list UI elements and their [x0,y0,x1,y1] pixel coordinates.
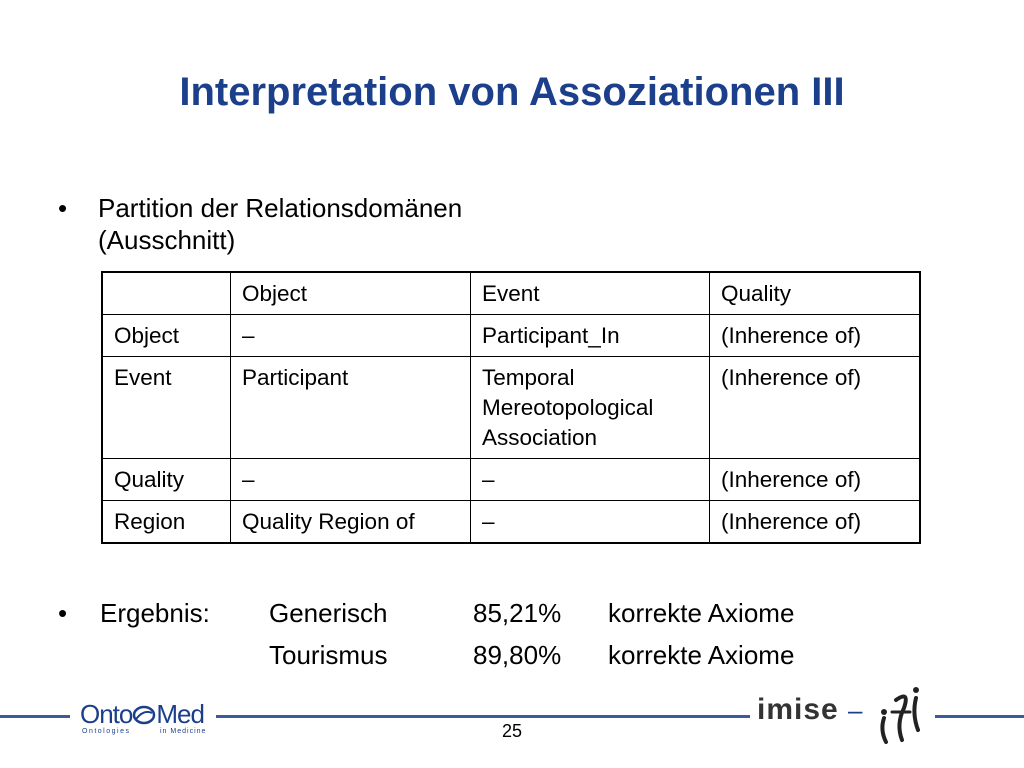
bullet-marker: • [58,598,68,628]
table-cell: (Inherence of) [709,458,921,501]
result-text-generisch: korrekte Axiome [608,598,795,628]
bullet-marker: • [58,193,68,223]
table-cell: (Inherence of) [709,356,921,459]
ontomed-logo: Onto Med [80,699,205,730]
ifi-logo-icon [880,687,920,744]
result-text-tourismus: korrekte Axiome [608,640,795,670]
table-cell: (Inherence of) [709,314,921,357]
imise-logo: imise [757,693,839,726]
table-cell: (Inherence of) [709,500,921,544]
result-percent-generisch: 85,21% [473,598,562,628]
table-cell: Participant_In [470,314,710,357]
page-number: 25 [501,721,523,741]
footer-divider-left [0,715,70,718]
table-row: Event Participant Temporal Mereotopologi… [101,356,921,459]
table-cell: – [470,458,710,501]
ontomed-swirl-icon [133,705,156,725]
result-category-generisch: Generisch [269,598,388,628]
table-cell: Participant [230,356,471,459]
table-row: Object – Participant_In (Inherence of) [101,314,921,357]
ontomed-logo-part1: Onto [80,699,133,729]
result-label: Ergebnis: [100,598,210,628]
table-row: Region Quality Region of – (Inherence of… [101,500,921,544]
table-cell: Object [101,314,231,357]
table-row: Quality – – (Inherence of) [101,458,921,501]
bullet-partition-line2: (Ausschnitt) [98,225,236,255]
imise-logo-dash: – [848,695,863,725]
table-cell: Event [101,356,231,459]
table-header-cell: Event [470,271,710,315]
bullet-partition: • Partition der Relationsdomänen [58,192,462,224]
slide-title: Interpretation von Assoziationen III [179,70,845,114]
table-cell: Quality Region of [230,500,471,544]
bullet-partition-line1: Partition der Relationsdomänen [98,193,463,223]
table-cell: Temporal Mereotopological Association [470,356,710,459]
table-header-cell: Object [230,271,471,315]
table-cell: – [230,458,471,501]
table-cell: Quality [101,458,231,501]
table-cell: Region [101,500,231,544]
ontomed-subtitle-1: Ontologies [82,728,131,735]
table-header-cell [101,271,231,315]
result-percent-tourismus: 89,80% [473,640,562,670]
table-header-row: Object Event Quality [101,271,921,315]
table-cell: – [230,314,471,357]
relation-domain-table: Object Event Quality Object – Participan… [101,271,921,544]
ontomed-logo-part2: Med [156,699,205,729]
table-cell: – [470,500,710,544]
result-category-tourismus: Tourismus [269,640,388,670]
footer-divider-right [935,715,1024,718]
ontomed-subtitle-2: in Medicine [160,728,207,735]
footer-divider-center [216,715,750,718]
table-header-cell: Quality [709,271,921,315]
